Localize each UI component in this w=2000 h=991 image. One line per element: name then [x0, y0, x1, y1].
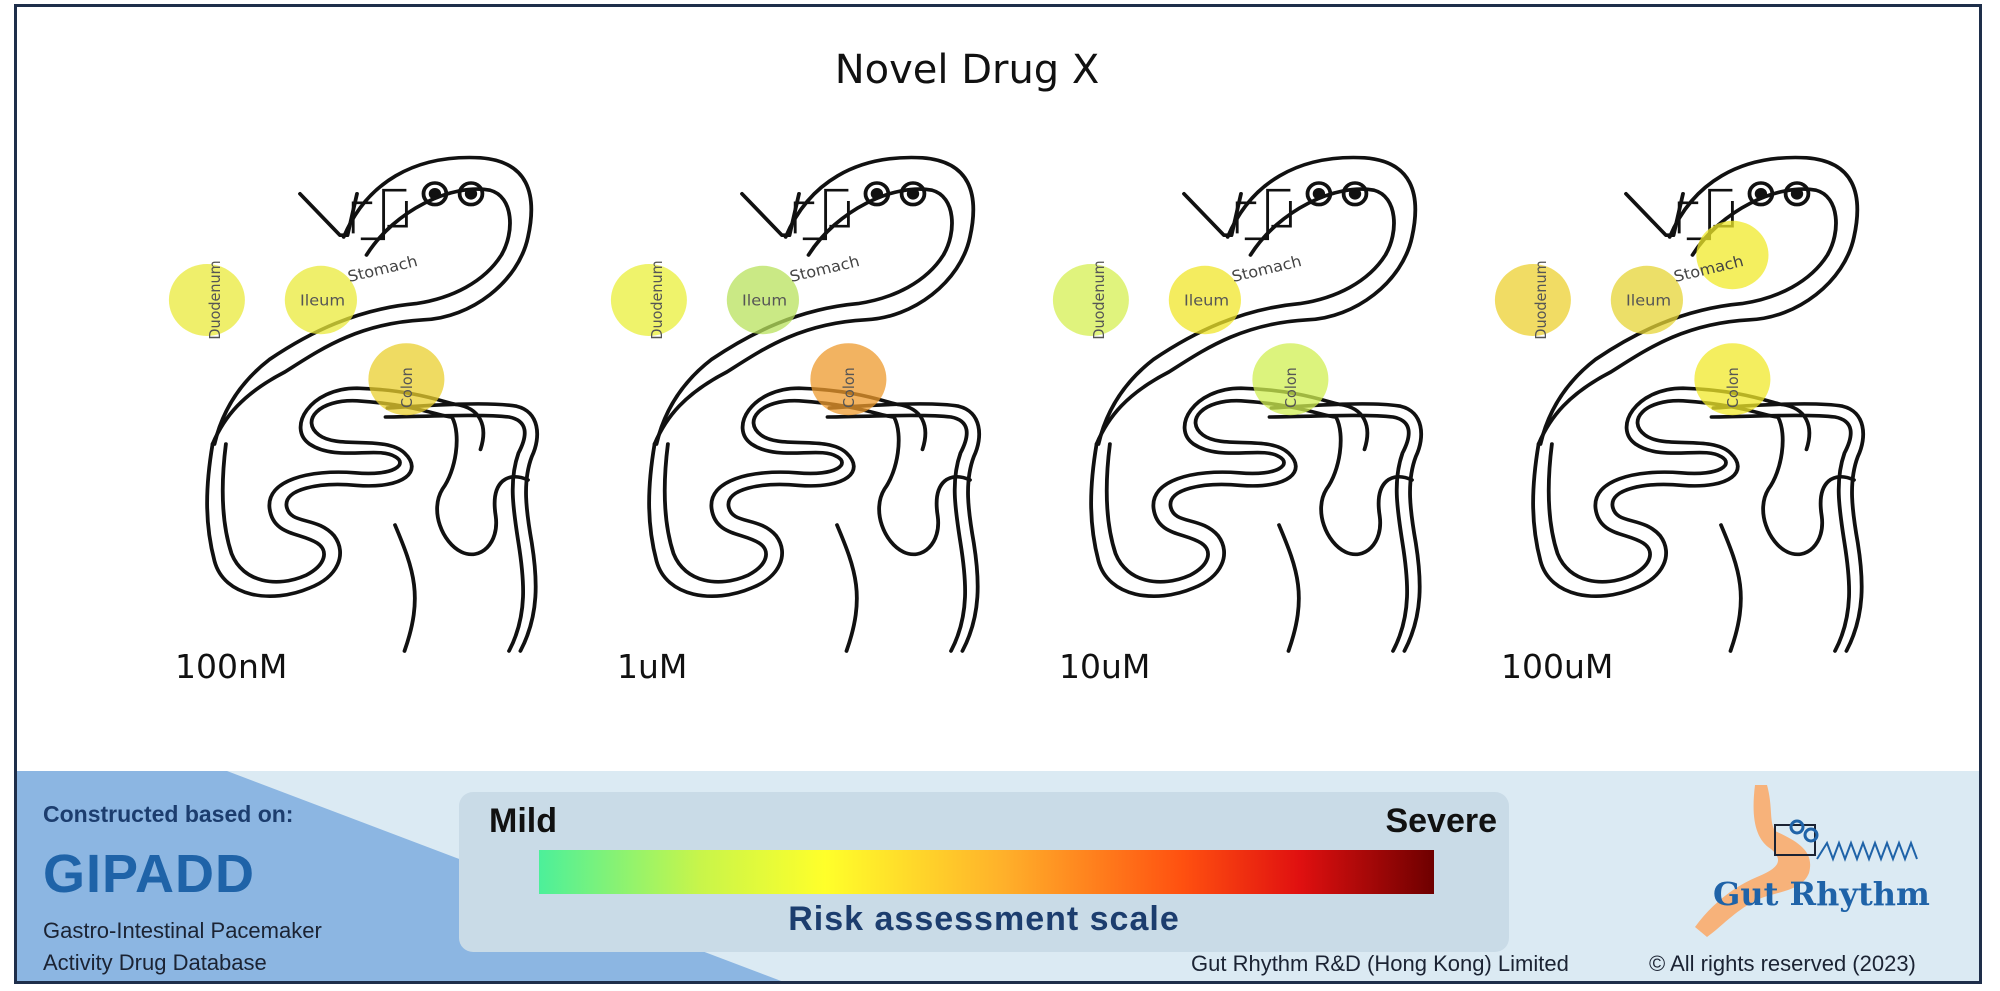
risk-gradient-bar — [539, 850, 1434, 894]
electrode-icons — [351, 181, 485, 241]
dose-panel-3: Stomach Duodenum Ileum Colon 10uM — [1051, 155, 1451, 717]
gi-tract-diagram: Stomach Duodenum Ileum Colon — [168, 155, 540, 653]
colon-label: Colon — [399, 367, 416, 408]
colon-label: Colon — [841, 367, 858, 408]
built-on-label: Constructed based on: — [43, 801, 294, 827]
gi-tract-outline — [1089, 155, 1424, 653]
duodenum-label: Duodenum — [1533, 260, 1550, 339]
dose-label: 100uM — [1501, 647, 1614, 686]
dose-panel-2: Stomach Duodenum Ileum Colon 1uM — [609, 155, 1009, 717]
gi-tract-outline — [647, 155, 982, 653]
duodenum-risk-circle — [610, 264, 687, 336]
gi-tract-outline — [205, 155, 540, 653]
scale-caption: Risk assessment scale — [788, 900, 1180, 938]
colon-label: Colon — [1283, 367, 1300, 408]
duodenum-risk-circle — [168, 264, 245, 336]
ileum-risk-circle — [1168, 265, 1241, 335]
ileum-label: Ileum — [1626, 291, 1671, 309]
duodenum-risk-circle — [1052, 264, 1129, 336]
colon-risk-circle — [810, 343, 887, 416]
ileum-label: Ileum — [300, 291, 345, 309]
gi-tract-diagram: Stomach Duodenum Ileum Colon — [1052, 155, 1424, 653]
duodenum-risk-circle — [1494, 264, 1571, 336]
colon-risk-circle — [1252, 343, 1329, 416]
gi-tract-diagram: Stomach Duodenum Ileum Colon — [1494, 155, 1866, 653]
ileum-risk-circle — [726, 265, 799, 335]
scale-low-label: Mild — [489, 802, 557, 840]
dose-label: 1uM — [617, 647, 688, 686]
duodenum-label: Duodenum — [207, 260, 224, 339]
electrode-icons — [1235, 181, 1369, 241]
copyright-notice: © All rights reserved (2023) — [1649, 951, 1916, 976]
figure-frame: Novel Drug X — [14, 4, 1982, 984]
dose-label: 10uM — [1059, 647, 1151, 686]
duodenum-label: Duodenum — [649, 260, 666, 339]
figure-title: Novel Drug X — [834, 47, 1100, 93]
ileum-risk-circle — [284, 265, 357, 335]
colon-label: Colon — [1725, 367, 1742, 408]
colon-risk-circle — [368, 343, 445, 416]
ileum-label: Ileum — [742, 291, 787, 309]
footer: Constructed based on: GIPADD Gastro-Inte… — [17, 771, 1979, 981]
database-description: Gastro-Intestinal Pacemaker Activity Dru… — [43, 918, 322, 975]
dose-label: 100nM — [175, 647, 288, 686]
gi-tract-diagram: Stomach Duodenum Ileum Colon — [610, 155, 982, 653]
dose-panel-4: Stomach Duodenum Ileum Colon 100uM — [1493, 155, 1893, 717]
colon-risk-circle — [1694, 343, 1771, 416]
company-name: Gut Rhythm R&D (Hong Kong) Limited — [1191, 951, 1569, 976]
ileum-risk-circle — [1610, 265, 1683, 335]
logo-text: Gut Rhythm — [1713, 875, 1930, 913]
gi-tract-outline — [1531, 155, 1866, 653]
stomach-label: Stomach — [788, 252, 862, 286]
gut-rhythm-logo — [1695, 785, 1918, 937]
electrode-icons — [793, 181, 927, 241]
stomach-risk-circle — [1696, 220, 1769, 290]
scale-high-label: Severe — [1385, 802, 1497, 840]
stomach-label: Stomach — [1230, 252, 1304, 286]
risk-scale-box: Mild Severe Risk assessment scale — [459, 792, 1509, 952]
dose-panel-1: Stomach Duodenum Ileum Colon 100nM — [167, 155, 567, 717]
stomach-label: Stomach — [346, 252, 420, 286]
database-name: GIPADD — [43, 844, 256, 904]
ileum-label: Ileum — [1184, 291, 1229, 309]
duodenum-label: Duodenum — [1091, 260, 1108, 339]
